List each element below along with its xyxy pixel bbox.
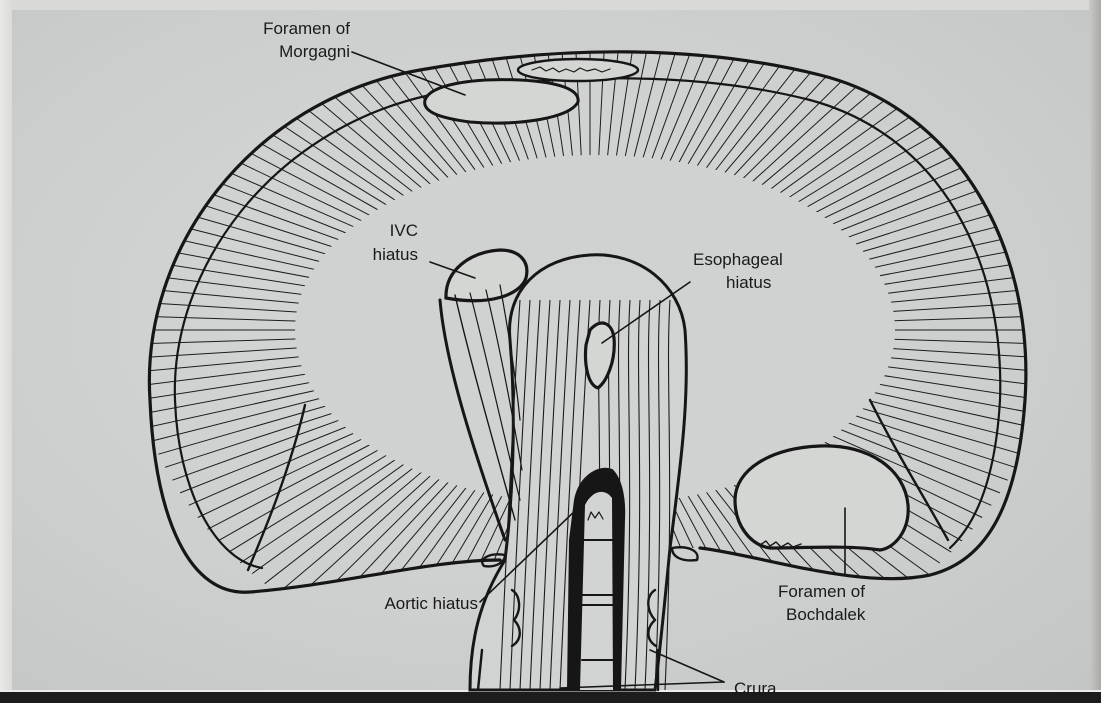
label-esophageal-hiatus-line1: Esophageal — [693, 250, 783, 269]
label-esophageal-hiatus-line2: hiatus — [726, 273, 771, 292]
label-crura: Crura — [734, 679, 777, 698]
aortic-hiatus-shape — [568, 469, 624, 690]
hatch-line — [666, 0, 766, 187]
foramen-of-morgagni-shape — [425, 80, 578, 123]
label-ivc-hiatus-line2: hiatus — [373, 245, 418, 264]
hatch-line — [572, 0, 582, 175]
hatch-line — [635, 0, 697, 183]
label-aortic-hiatus: Aortic hiatus — [384, 594, 478, 613]
label-foramen-bochdalek-line2: Bochdalek — [786, 605, 866, 624]
foramen-of-bochdalek-shape — [735, 446, 908, 550]
label-ivc-hiatus-line1: IVC — [390, 221, 418, 240]
label-foramen-morgagni-line2: Morgagni — [279, 42, 350, 61]
label-foramen-morgagni-line1: Foramen of — [263, 19, 350, 38]
label-foramen-bochdalek-line1: Foramen of — [778, 582, 865, 601]
sternal-attachment — [518, 59, 638, 81]
hatch-line — [365, 465, 493, 644]
